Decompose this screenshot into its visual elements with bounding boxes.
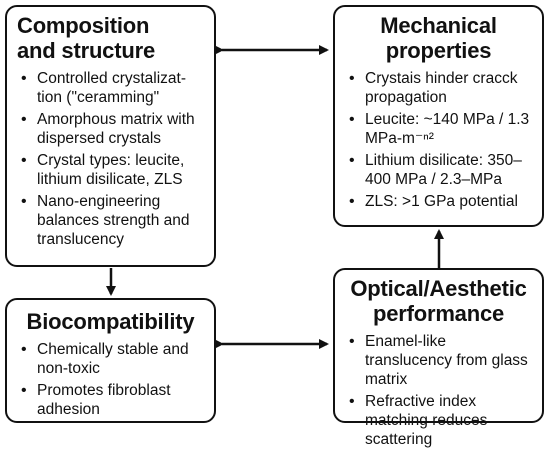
optical-list: Enamel-like translucency from glass matr… — [343, 332, 534, 449]
biocompatibility-title: Biocompatibility — [26, 309, 195, 334]
biocompatibility-list: Chemically stable and non-toxic Promotes… — [15, 340, 206, 419]
list-item: Promotes fibroblast adhesion — [15, 381, 206, 419]
list-item: Refractive index matching reduces scatte… — [343, 392, 534, 449]
composition-title-line2: and structure — [17, 38, 155, 63]
mechanical-title-line2: properties — [385, 38, 492, 63]
list-item: Lithium disilicate: 350–400 MPa / 2.3–MP… — [343, 151, 534, 189]
list-item: Crystal types: leucite, lithium disilica… — [15, 151, 206, 189]
mechanical-list: Crystais hinder cracck propagation Leuci… — [343, 69, 534, 211]
list-item: ZLS: >1 GPa potential — [343, 192, 534, 211]
composition-structure-box: Composition and structure Controlled cry… — [5, 5, 216, 267]
composition-title-line1: Composition — [17, 13, 150, 38]
mechanical-properties-box: Mechanical properties Crystais hinder cr… — [333, 5, 544, 227]
list-item: Enamel-like translucency from glass matr… — [343, 332, 534, 389]
list-item: Amorphous matrix with dispersed crystals — [15, 110, 206, 148]
biocompatibility-box: Biocompatibility Chemically stable and n… — [5, 298, 216, 423]
composition-list: Controlled crystalizat- tion ("ceramming… — [15, 69, 206, 249]
list-item: Nano-engineering balances strength and t… — [15, 192, 206, 249]
optical-title-line1: Optical/Aesthetic — [350, 276, 527, 301]
list-item: Crystais hinder cracck propagation — [343, 69, 534, 107]
list-item: Chemically stable and non-toxic — [15, 340, 206, 378]
list-item: Controlled crystalizat- tion ("ceramming… — [15, 69, 206, 107]
optical-aesthetic-box: Optical/Aesthetic performance Enamel-lik… — [333, 268, 544, 448]
optical-title: Optical/Aesthetic performance — [343, 276, 534, 326]
connector-layer — [106, 45, 444, 349]
optical-title-line2: performance — [372, 301, 505, 326]
list-item: Leucite: ~140 MPa / 1.3 MPa-m⁻ⁿ² — [343, 110, 534, 148]
mechanical-title-line1: Mechanical — [380, 13, 497, 38]
mechanical-title: Mechanical properties — [343, 13, 534, 63]
composition-title: Composition and structure — [15, 13, 206, 63]
